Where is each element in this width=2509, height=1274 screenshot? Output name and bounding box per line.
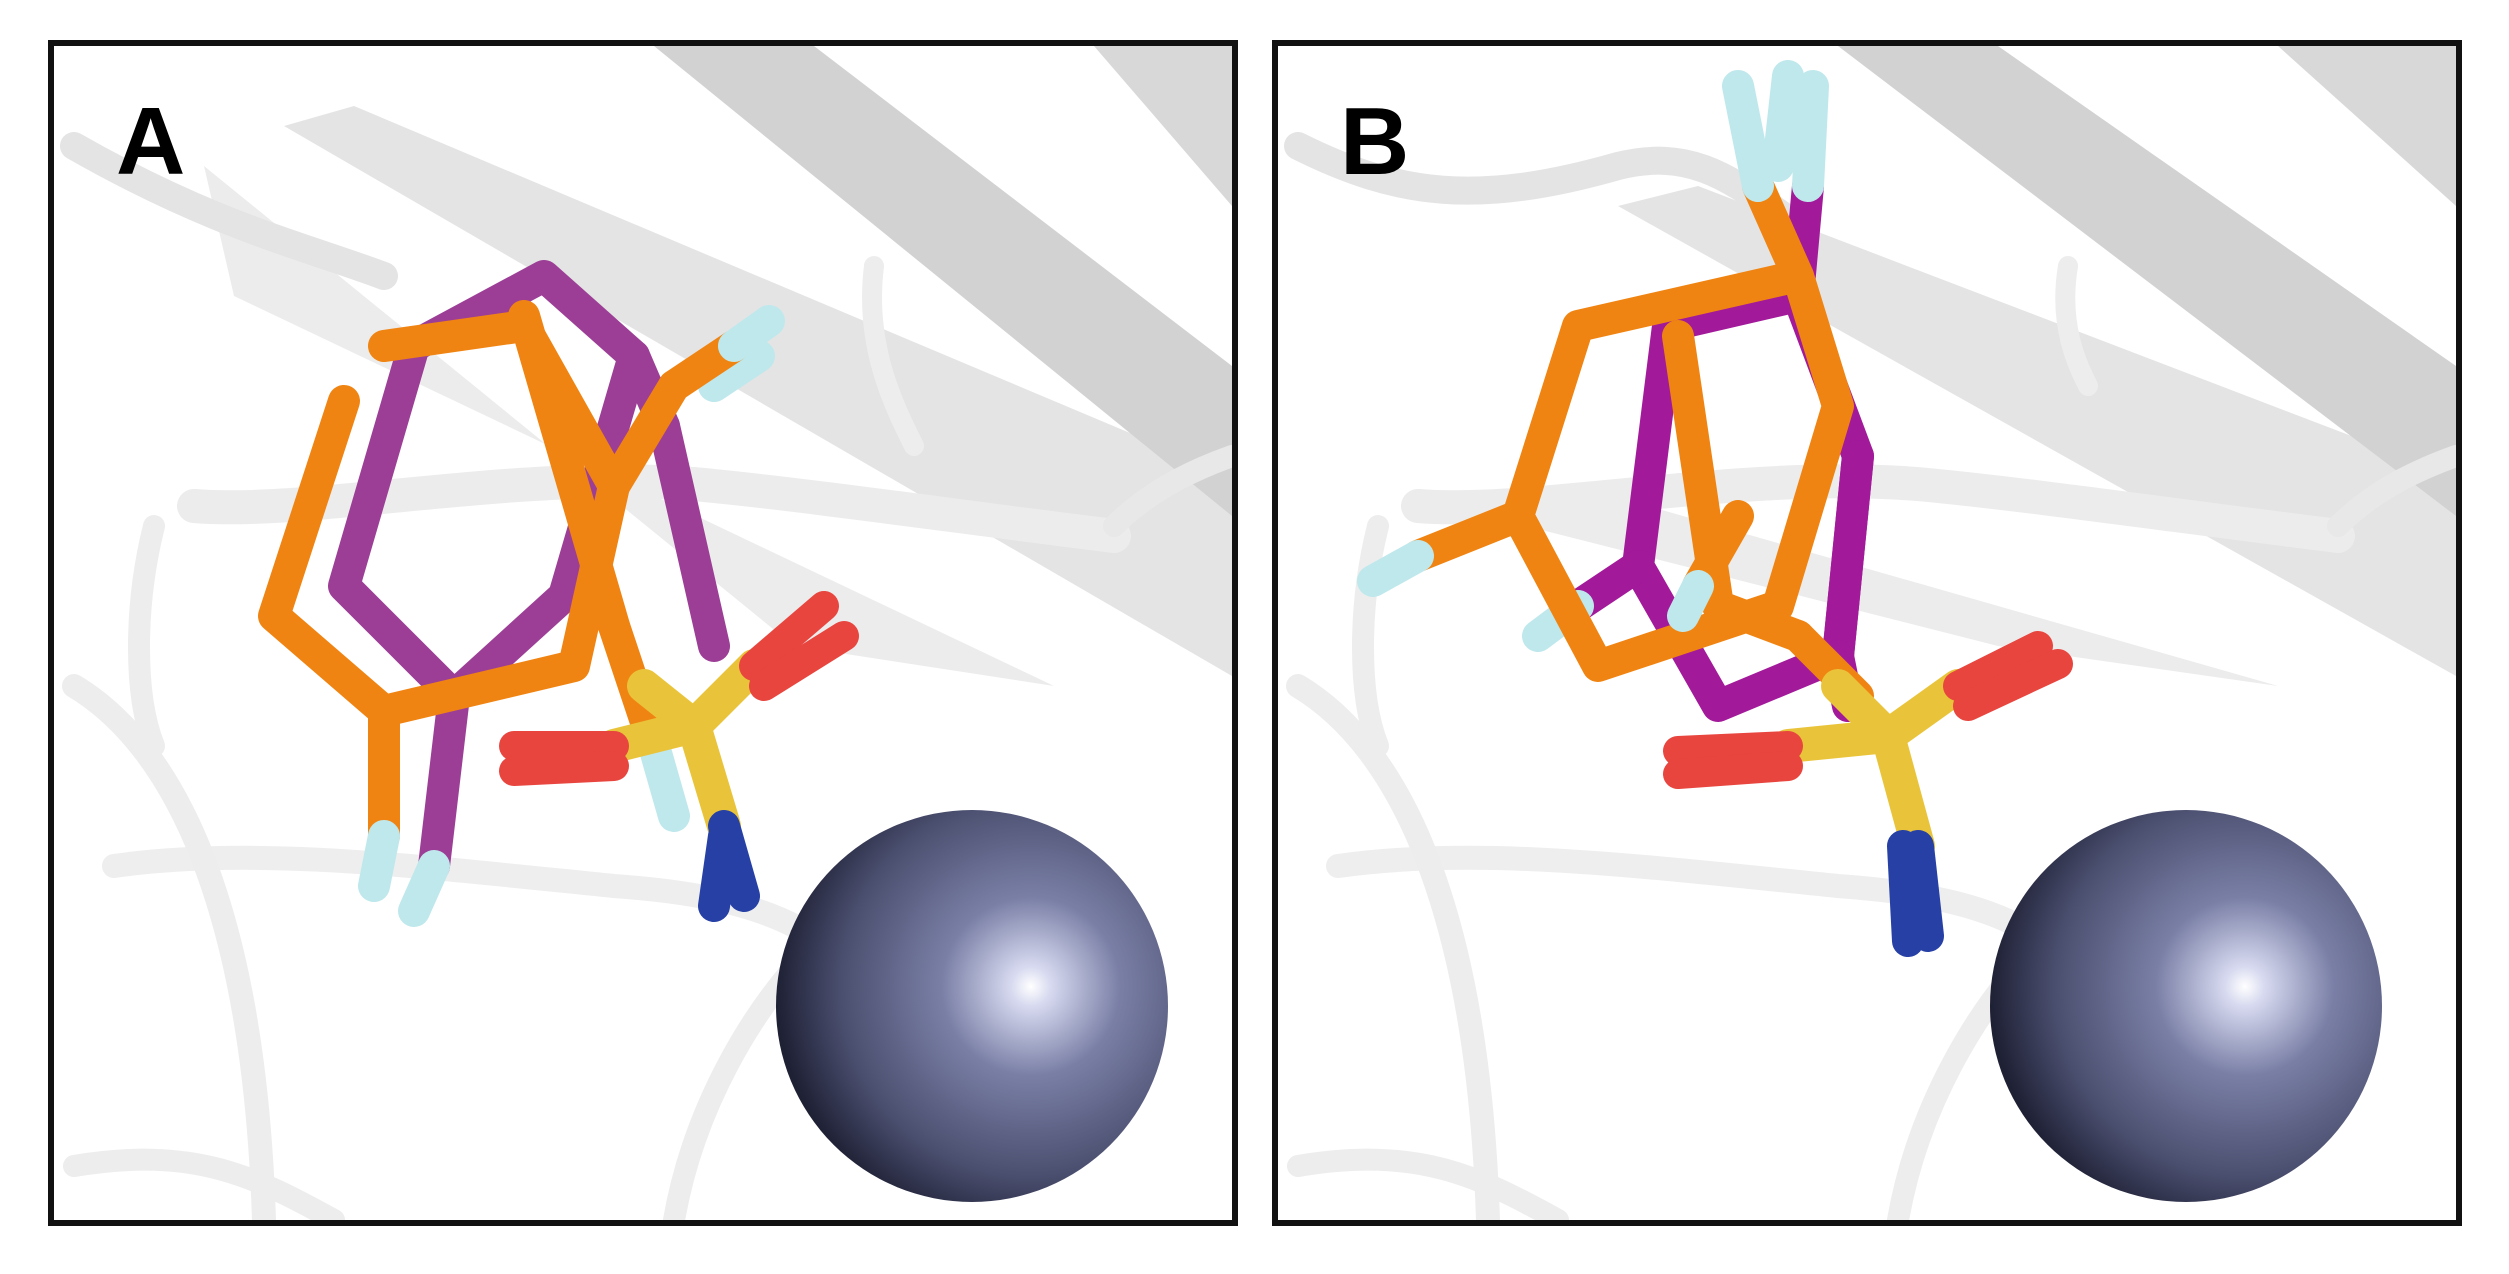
zinc-ion-sphere bbox=[776, 810, 1168, 1202]
panel-a-label: A bbox=[116, 88, 186, 195]
zinc-ion-sphere bbox=[1990, 810, 2382, 1202]
panel-b-label: B bbox=[1340, 88, 1410, 195]
ligand-sticks bbox=[1357, 60, 2073, 957]
ligand-sticks bbox=[258, 260, 859, 927]
panel-a: A bbox=[48, 40, 1238, 1226]
molecular-render-b bbox=[1284, 46, 2456, 1220]
molecular-render-a bbox=[60, 46, 1232, 1220]
panel-b: B bbox=[1272, 40, 2462, 1226]
